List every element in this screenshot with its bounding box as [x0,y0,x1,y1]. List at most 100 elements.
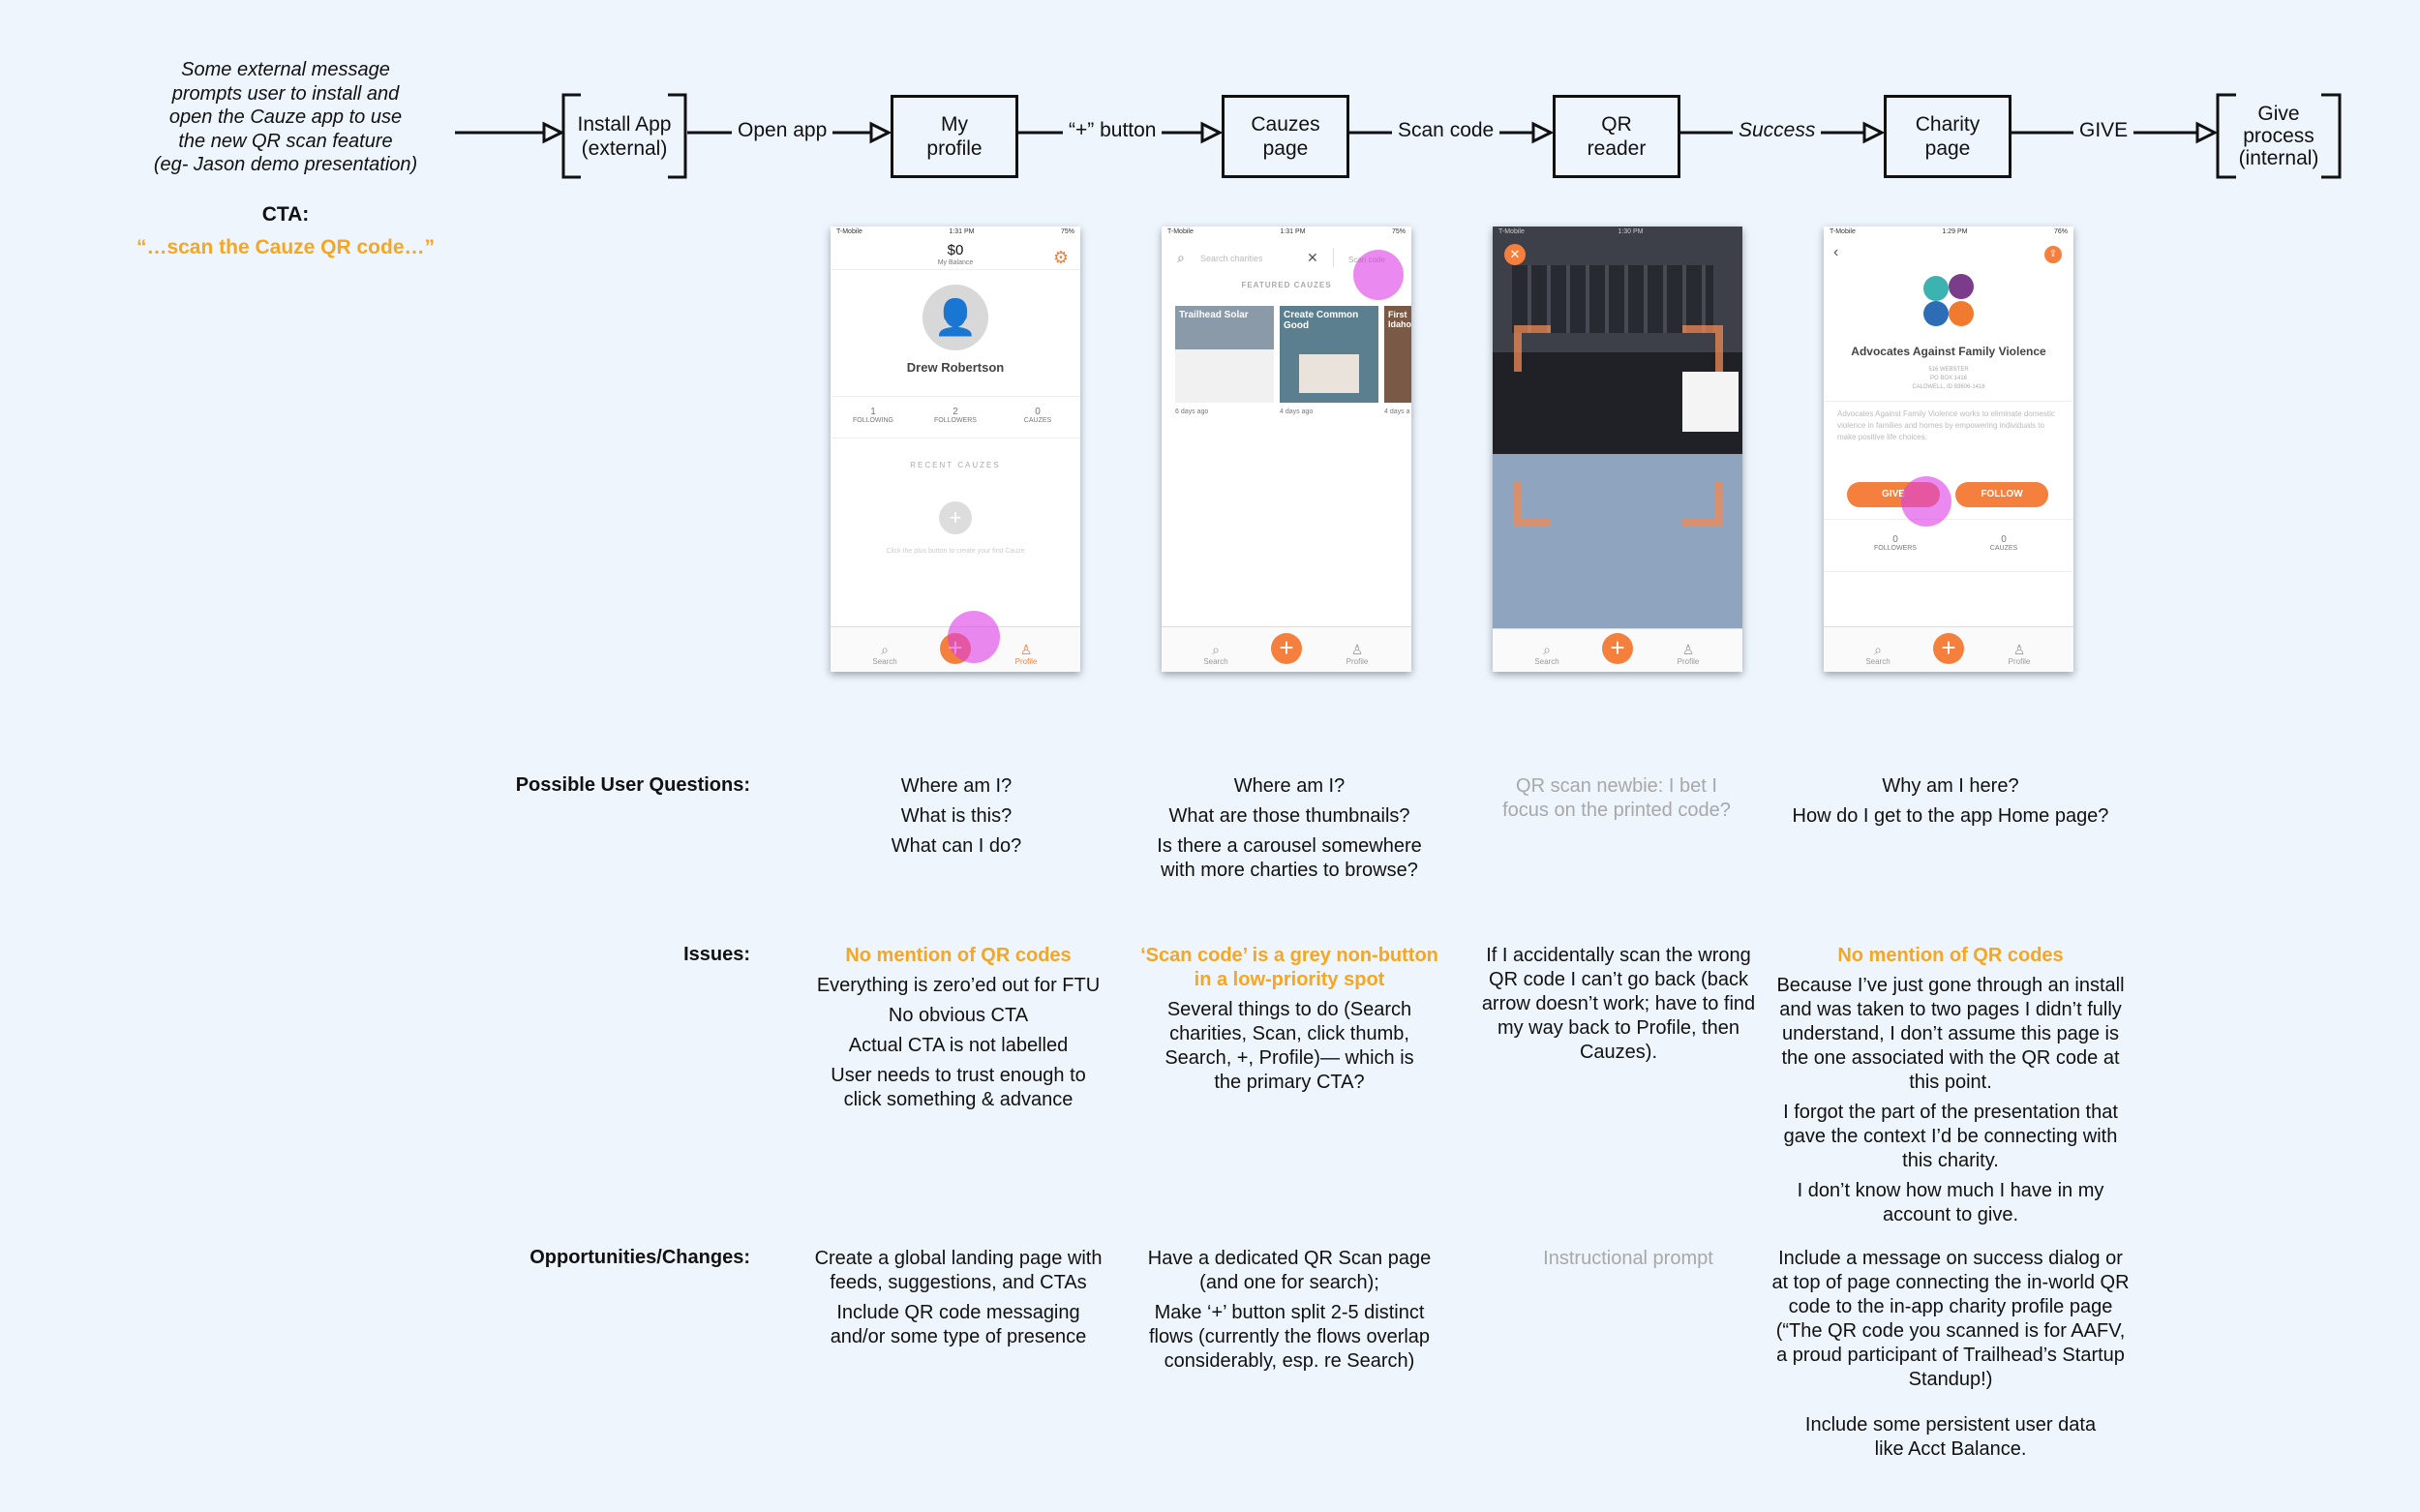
tap-indicator [948,611,1000,663]
stat-value: 0 [1035,407,1041,417]
issues-col-cauzes: ‘Scan code’ is a grey non-button in a lo… [1133,944,1446,1095]
opportunities-col-charity: Include a message on success dialog or a… [1771,1247,2130,1462]
issue: I don’t know how much I have in my accou… [1797,1180,2104,1225]
bracket-left [561,93,581,179]
tab-search[interactable]: ⌕Search [865,642,904,666]
flow-edge-label: GIVE [2073,118,2134,142]
opportunity: Create a global landing page with feeds,… [814,1248,1103,1293]
search-input[interactable]: Search charities [1200,254,1263,263]
tab-search[interactable]: ⌕Search [1859,642,1897,666]
stat-label: CAUZES [1023,417,1052,424]
node-line: Give [2257,103,2300,125]
flow-node-install-app: Install App(external) [565,97,683,175]
opportunities-col-qr: Instructional prompt [1491,1247,1766,1277]
follow-button[interactable]: FOLLOW [1955,482,2048,507]
search-icon: ⌕ [1874,642,1882,657]
question: How do I get to the app Home page? [1792,805,2109,827]
node-line: (external) [581,136,668,160]
avatar: 👤 [923,285,988,350]
stat-label: FOLLOWERS [1874,545,1917,552]
gear-icon[interactable]: ⚙ [1052,248,1069,267]
printed-qr-card [1682,372,1739,432]
issue-headline: No mention of QR codes [845,945,1072,966]
carrier: T-Mobile [1830,228,1856,235]
stat-value: 0 [2001,534,2007,545]
share-icon[interactable]: ⇪ [2044,246,2062,263]
opportunity: Include QR code messaging and/or some ty… [830,1302,1087,1347]
card-title: First Idaho [1388,310,1411,329]
arrowhead [542,121,565,144]
tab-label: Search [872,657,897,666]
address-line: 516 WEBSTER [1928,367,1969,373]
intro-line: Some external message [181,59,390,80]
question: What are those thumbnails? [1168,805,1410,827]
arrowhead [1200,121,1224,144]
issue: User needs to trust enough to click some… [831,1065,1086,1110]
card-title: Create Common Good [1284,310,1359,331]
tab-profile[interactable]: ♙Profile [1007,642,1045,666]
plus-button[interactable]: + [1933,633,1964,664]
opportunities-col-cauzes: Have a dedicated QR Scan page (and one f… [1133,1247,1446,1374]
empty-hint: Click the plus button to create your fir… [886,548,1025,555]
intro-line: open the Cauze app to use [168,106,403,128]
search-icon: ⌕ [1543,642,1551,657]
balance: $0 [947,242,964,258]
question: Where am I? [900,775,1013,797]
cauze-card[interactable]: First Idaho [1384,306,1411,403]
issue-headline: ‘Scan code’ is a grey non-button in a lo… [1140,945,1438,990]
intro-message: Some external message prompts user to in… [126,58,445,177]
card-age: 4 days a [1384,408,1410,415]
tab-bar: ⌕Search + ♙Profile [1493,628,1742,672]
node-line: QR [1601,113,1632,136]
add-cauze-icon[interactable]: + [939,501,972,534]
questions-col-charity: Why am I here? How do I get to the app H… [1786,774,2115,834]
close-icon[interactable]: ✕ [1307,250,1318,265]
tap-indicator [1901,476,1951,527]
plus-button[interactable]: + [1271,633,1302,664]
node-line: (internal) [2238,147,2319,169]
stat-value: 0 [1892,534,1898,545]
node-line: Charity [1915,113,1981,136]
tab-profile[interactable]: ♙Profile [1669,642,1708,666]
carrier: T-Mobile [1167,228,1194,235]
close-icon[interactable]: ✕ [1504,244,1526,265]
person-icon: ♙ [2012,642,2026,657]
stat-label: FOLLOWERS [934,417,977,424]
tab-label: Profile [1346,657,1369,666]
tab-label: Search [1865,657,1891,666]
tab-profile[interactable]: ♙Profile [2000,642,2039,666]
arrowhead [1531,121,1555,144]
issue: Actual CTA is not labelled [848,1035,1069,1056]
address-line: CALDWELL, ID 83606-1416 [1912,384,1985,390]
back-arrow-icon[interactable]: ‹ [1833,244,1839,260]
question: Where am I? [1233,775,1346,797]
tab-bar: ⌕Search + ♙Profile [1162,626,1411,672]
charity-address: 516 WEBSTER PO BOX 1416 CALDWELL, ID 836… [1824,366,2073,392]
questions-col-qr: QR scan newbie: I bet I focus on the pri… [1491,774,1742,829]
battery: 75% [1391,228,1406,235]
tab-search[interactable]: ⌕Search [1528,642,1566,666]
tap-indicator [1353,250,1404,300]
issue: Several things to do (Search charities, … [1165,999,1414,1093]
search-icon: ⌕ [1212,642,1220,657]
cauze-card[interactable]: Trailhead Solar [1175,306,1274,403]
question: What can I do? [891,835,1022,857]
tab-search[interactable]: ⌕Search [1196,642,1235,666]
plus-button[interactable]: + [1602,633,1633,664]
node-line: My [940,113,968,136]
tab-profile[interactable]: ♙Profile [1338,642,1376,666]
battery: 75% [1060,228,1074,235]
person-icon: ♙ [1350,642,1364,657]
cauze-card[interactable]: Create Common Good [1280,306,1378,403]
carrier: T-Mobile [836,228,862,235]
arrowhead [1862,121,1886,144]
